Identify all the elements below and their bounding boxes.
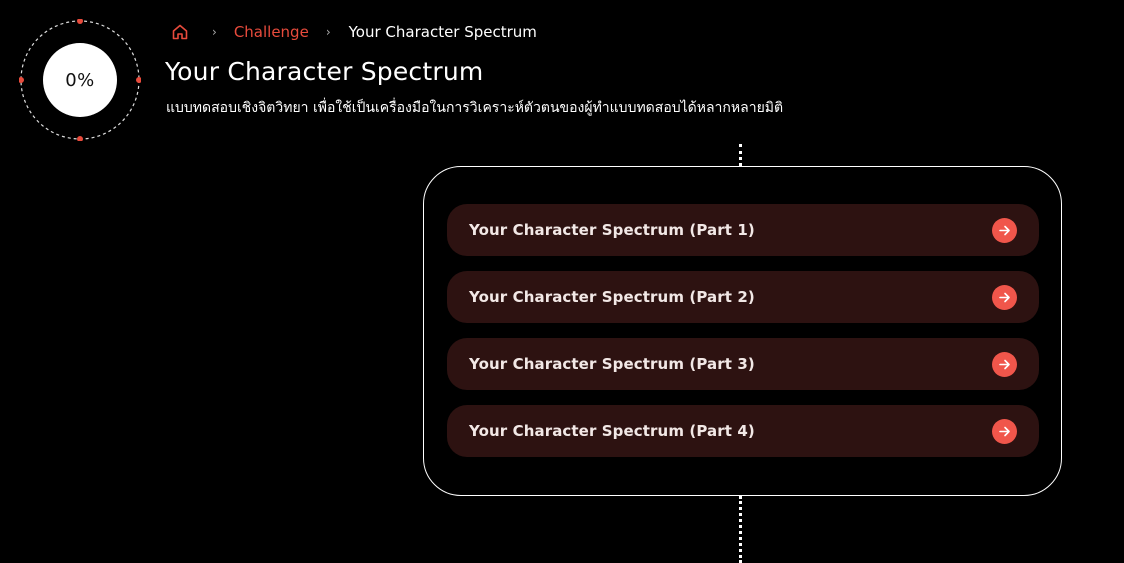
parts-panel: Your Character Spectrum (Part 1) Your Ch… [423, 166, 1062, 496]
page-subtitle: แบบทดสอบเชิงจิตวิทยา เพื่อใช้เป็นเครื่อง… [166, 100, 784, 116]
arrow-right-icon[interactable] [992, 217, 1017, 243]
arrow-right-icon[interactable] [992, 351, 1017, 377]
progress-marker-bottom [77, 136, 83, 141]
progress-marker-left [19, 77, 24, 83]
progress-marker-top [77, 19, 83, 24]
part-label: Your Character Spectrum (Part 1) [469, 221, 755, 239]
part-label: Your Character Spectrum (Part 4) [469, 422, 755, 440]
connector-bottom [739, 496, 742, 563]
progress-marker-right [136, 77, 141, 83]
arrow-right-icon[interactable] [992, 418, 1017, 444]
arrow-right-icon[interactable] [992, 284, 1017, 310]
part-item-3[interactable]: Your Character Spectrum (Part 3) [447, 338, 1039, 390]
breadcrumb-challenge-link[interactable]: Challenge [233, 23, 309, 41]
part-label: Your Character Spectrum (Part 3) [469, 355, 755, 373]
progress-value: 0% [43, 43, 117, 117]
part-label: Your Character Spectrum (Part 2) [469, 288, 755, 306]
progress-ring-track [19, 19, 141, 141]
breadcrumb-current: Your Character Spectrum [348, 23, 537, 41]
connector-top [739, 144, 742, 166]
progress-ring: 0% [19, 19, 141, 141]
home-icon[interactable] [170, 22, 190, 42]
breadcrumb-separator: › [325, 25, 331, 39]
breadcrumb-separator: › [212, 25, 217, 39]
breadcrumb: › Challenge › Your Character Spectrum [170, 20, 537, 44]
part-item-1[interactable]: Your Character Spectrum (Part 1) [447, 204, 1039, 256]
part-item-4[interactable]: Your Character Spectrum (Part 4) [447, 405, 1039, 457]
page-title: Your Character Spectrum [165, 57, 484, 86]
part-item-2[interactable]: Your Character Spectrum (Part 2) [447, 271, 1039, 323]
